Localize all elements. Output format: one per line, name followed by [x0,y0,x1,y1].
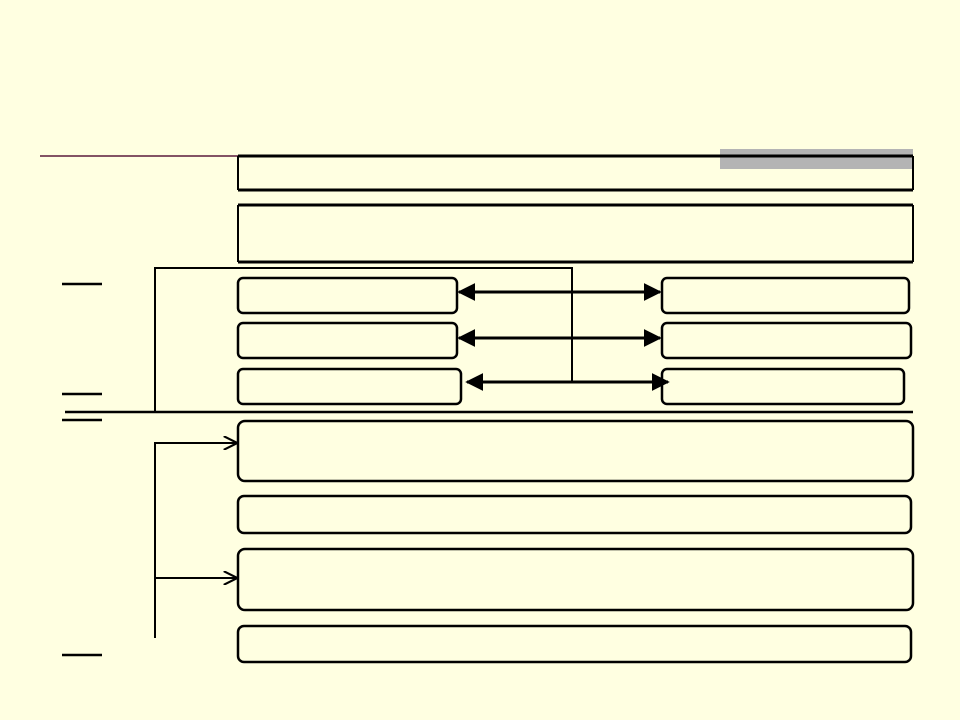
upper-bracket [154,267,573,412]
lower-box-1 [236,419,915,483]
upper-right-box-2 [660,321,913,360]
wide-box [237,203,914,264]
lower-bracket [154,443,236,638]
upper-right-box-3 [660,367,906,406]
upper-right-box-1 [660,276,911,315]
upper-left-box-3 [236,367,463,406]
top-bar [237,154,914,192]
upper-left-box-1 [236,276,459,315]
lower-box-4 [236,624,913,664]
gray-tab [720,149,913,169]
upper-left-box-2 [236,321,459,360]
lower-box-3 [236,547,915,612]
lower-box-2 [236,494,913,535]
